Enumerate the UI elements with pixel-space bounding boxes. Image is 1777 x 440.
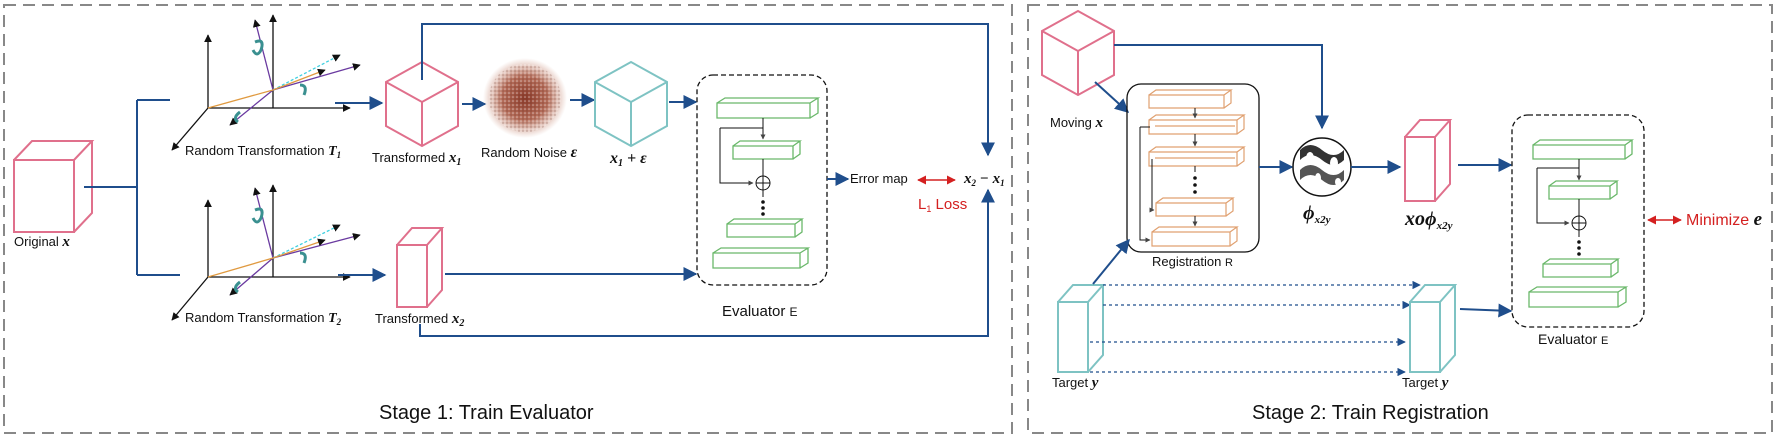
target-prism-2	[1409, 284, 1458, 373]
connector-x1-to-diff	[421, 23, 995, 157]
svg-text:x2 − x1: x2 − x1	[963, 171, 1005, 188]
noise-cloud	[483, 58, 567, 138]
warp-x: x	[1404, 208, 1415, 230]
target1-label: Target	[1052, 375, 1089, 390]
transformed-x2-prism	[396, 227, 445, 308]
sum-rest: + ε	[623, 150, 647, 167]
target-prism-1	[1057, 284, 1106, 373]
evaluator2-sym: E	[1601, 335, 1608, 347]
svg-text:Registration R: Registration R	[1152, 254, 1233, 269]
error-map-label: Error map	[850, 171, 908, 186]
svg-text:Transformed x2: Transformed x2	[375, 311, 464, 329]
rt1-var: T	[328, 144, 338, 159]
registration-label: Registration	[1152, 254, 1221, 269]
sum-sub: 1	[618, 158, 623, 169]
phi-var: ϕ	[1303, 202, 1315, 224]
rt2-label: Random Transformation	[185, 310, 324, 325]
transformed2-sub: 2	[458, 318, 464, 329]
svg-text:Evaluator E: Evaluator E	[722, 303, 798, 320]
moving-label: Moving	[1050, 115, 1092, 130]
original-cube	[13, 140, 95, 233]
warp-phi: ϕ	[1425, 208, 1437, 230]
stage2-panel	[1027, 4, 1773, 434]
target2-var: y	[1440, 375, 1449, 391]
diff-a-sub: 2	[971, 178, 977, 188]
arrow-target-to-registration	[1092, 238, 1130, 285]
svg-text:Transformed x1: Transformed x1	[372, 150, 461, 168]
transformed2-label: Transformed	[375, 311, 448, 326]
transform-axes-1	[171, 14, 361, 151]
minimize-label: Minimize	[1686, 212, 1749, 229]
sum-var: x	[609, 150, 618, 167]
arrow-moving-to-registration	[1094, 81, 1130, 113]
rt2-sub: 2	[336, 317, 342, 327]
minimize-var: e	[1754, 209, 1763, 230]
connector-x2-to-diff	[419, 188, 995, 337]
svg-text:Target y: Target y	[1402, 375, 1449, 391]
original-var: x	[61, 234, 70, 250]
stage1-title: Stage 1: Train Evaluator	[379, 402, 594, 424]
moving-var: x	[1095, 115, 1104, 131]
diff-a: x	[963, 171, 972, 187]
loss-word: Loss	[931, 196, 967, 213]
svg-text:Minimize e: Minimize e	[1686, 209, 1763, 230]
svg-text:Random Transformation T1: Random Transformation T1	[185, 143, 341, 160]
svg-text:Moving x: Moving x	[1050, 115, 1104, 131]
warp-op: o	[1415, 208, 1425, 230]
loss-sub: 1	[926, 204, 931, 214]
warp-sub: x2y	[1436, 220, 1453, 232]
noisy-x1-cube	[594, 60, 668, 148]
target-copy-lines	[1090, 280, 1421, 377]
arrow-target-to-evaluator	[1459, 303, 1513, 318]
transformed1-var: x	[448, 150, 457, 166]
split-connector	[84, 99, 180, 276]
diff-b: x	[992, 171, 1001, 187]
svg-text:Random Transformation T2: Random Transformation T2	[185, 310, 342, 327]
transformed1-label: Transformed	[372, 150, 445, 165]
stage2-title: Stage 2: Train Registration	[1252, 402, 1489, 424]
target2-label: Target	[1402, 375, 1439, 390]
original-label: Original	[14, 234, 59, 249]
svg-text:L1 Loss: L1 Loss	[918, 196, 967, 214]
registration-sym: R	[1225, 257, 1233, 269]
noise-var: ε	[571, 144, 578, 161]
loss-L: L	[918, 196, 926, 213]
svg-text:Evaluator E: Evaluator E	[1538, 331, 1608, 347]
evaluator2	[1511, 114, 1645, 328]
transformed2-var: x	[451, 311, 460, 327]
evaluator1	[696, 74, 828, 286]
stage1-panel	[3, 4, 1013, 434]
svg-text:Target y: Target y	[1052, 375, 1099, 391]
evaluator2-label: Evaluator	[1538, 331, 1597, 347]
evaluator1-label: Evaluator	[722, 303, 785, 320]
evaluator1-sym: E	[790, 305, 798, 319]
transformed1-sub: 1	[456, 157, 461, 168]
svg-text:xoϕx2y: xoϕx2y	[1404, 208, 1453, 232]
phi-sub: x2y	[1314, 214, 1331, 226]
transform-axes-2	[171, 184, 361, 321]
rt1-label: Random Transformation	[185, 143, 324, 158]
svg-text:Original x: Original x	[14, 234, 70, 250]
rt2-var: T	[328, 311, 338, 326]
warped-prism	[1404, 119, 1453, 202]
svg-text:Random Noise ε: Random Noise ε	[481, 144, 578, 161]
svg-text:x1 + ε: x1 + ε	[609, 150, 647, 169]
diff-b-sub: 1	[1000, 178, 1005, 188]
deformation-field-icon	[1292, 137, 1352, 197]
noise-label: Random Noise	[481, 145, 567, 160]
registration-network	[1126, 83, 1260, 253]
arrow-moving-to-warp	[1114, 44, 1329, 130]
target1-var: y	[1090, 375, 1099, 391]
diff-op: −	[976, 171, 993, 187]
rt1-sub: 1	[337, 150, 342, 160]
moving-cube	[1041, 9, 1115, 97]
svg-text:ϕx2y: ϕx2y	[1303, 202, 1331, 226]
